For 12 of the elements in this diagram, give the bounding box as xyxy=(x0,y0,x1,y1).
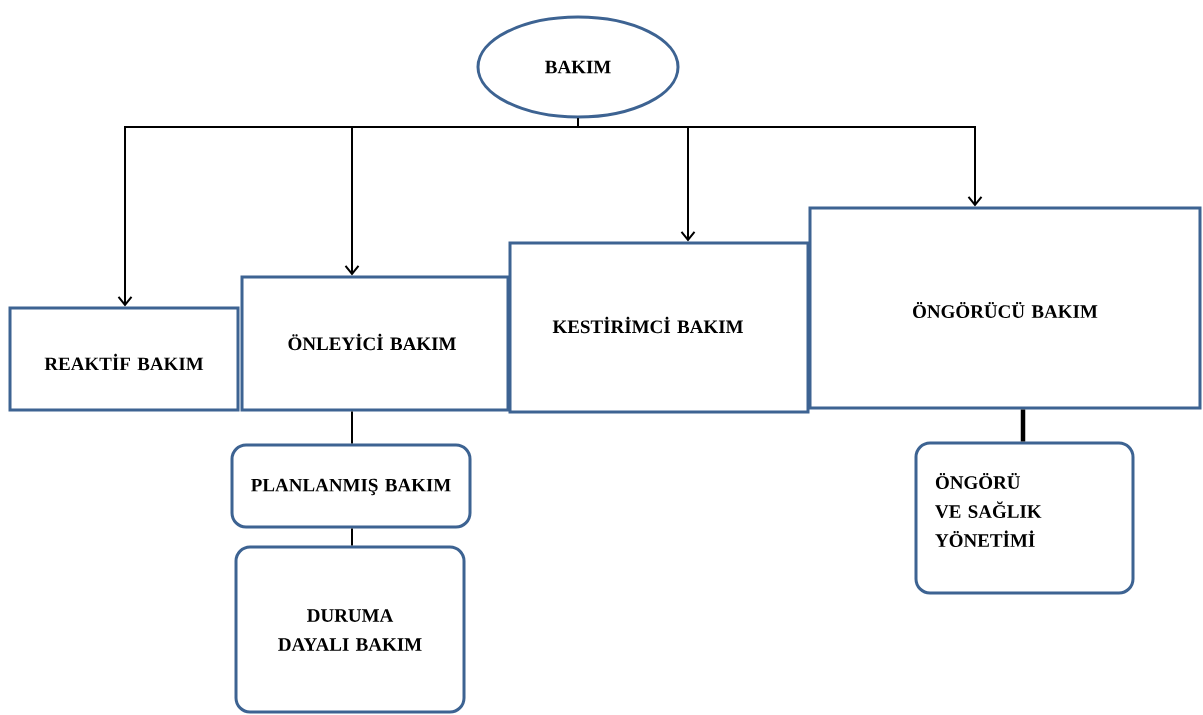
connector-line xyxy=(351,410,353,445)
rounded-box: PLANLANMIŞ BAKIM xyxy=(230,443,472,529)
process-box: REAKTİF BAKIM xyxy=(8,306,240,412)
arrow xyxy=(577,117,983,207)
connector-line xyxy=(351,527,353,547)
rounded-box: ÖNGÖRÜ VE SAĞLIK YÖNETİMİ xyxy=(914,441,1135,595)
process-box: KESTİRİMCİ BAKIM xyxy=(508,241,810,414)
connector-line xyxy=(1020,409,1026,442)
process-box: ÖNGÖRÜCÜ BAKIM xyxy=(808,206,1202,410)
rounded-box: DURUMA DAYALI BAKIM xyxy=(234,545,466,714)
process-box: ÖNLEYİCİ BAKIM xyxy=(240,275,510,412)
ellipse-node: BAKIM xyxy=(476,15,680,119)
